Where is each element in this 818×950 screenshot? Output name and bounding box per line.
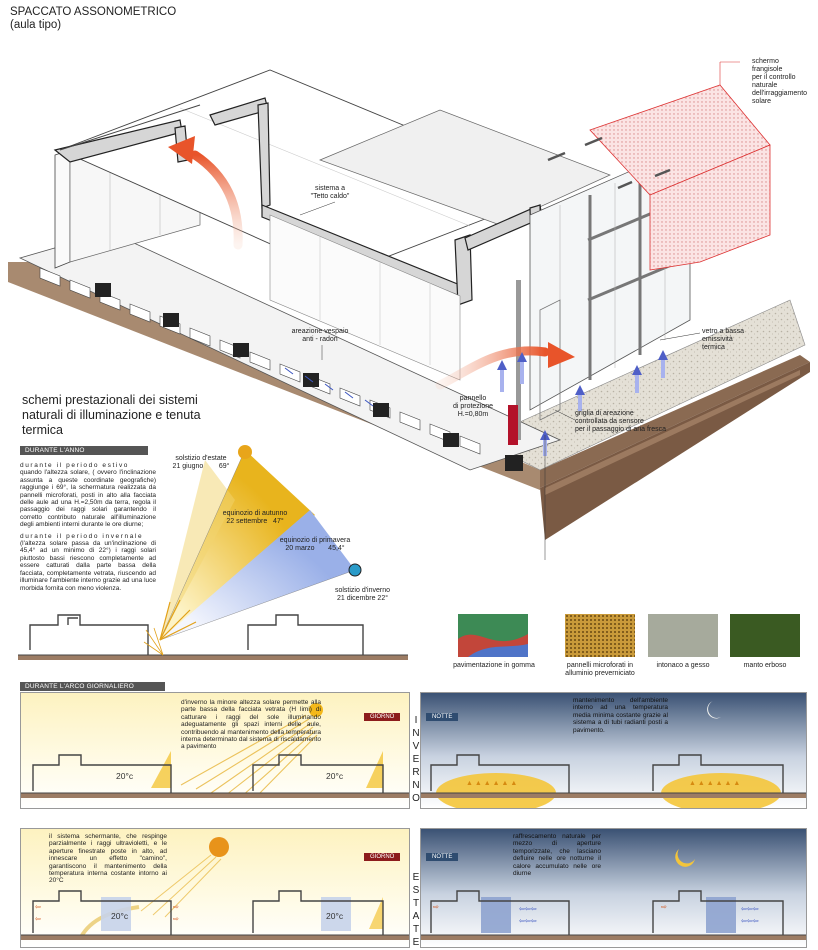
svg-text:⇦⇦⇦: ⇦⇦⇦ (519, 906, 537, 913)
warm-air-arrow (190, 150, 243, 250)
estate-notte-panel: ⇦⇦⇦ ⇦⇦⇦ ⇦⇦⇦ ⇦⇦⇦ ⇨ ⇨ NOTTE raffrescamento nat… (420, 828, 807, 948)
moon-icon (707, 701, 721, 719)
protection-panel (508, 405, 518, 445)
air-flow-arrow (435, 346, 550, 390)
material-swatch-aluminium (565, 614, 635, 662)
material-label-rubber: pavimentazione in gomma (453, 662, 535, 669)
estate-giorno-drawing: ⇦ ⇦ ⇨ ⇨ (21, 837, 409, 940)
giornaliero-header: DURANTE L'ARCO GIORNALIERO (20, 682, 165, 691)
subtitle-text: (aula tipo) (10, 19, 62, 31)
temp-label: 20°c (111, 911, 129, 921)
equinox-sector (160, 510, 355, 640)
svg-text:⇨: ⇨ (173, 904, 179, 911)
giorno-badge-inverno: GIORNO (364, 713, 401, 721)
estate-label: ESTATE (410, 872, 422, 950)
svg-text:⇦⇦⇦: ⇦⇦⇦ (741, 918, 759, 925)
notte-badge-estate: NOTTE (426, 853, 459, 861)
anno-text: durante il periodo estivo quando l'altez… (20, 462, 156, 592)
inverno-notte-text: mantenimento dell'ambiente interno ad un… (573, 697, 668, 734)
axonometric-drawing (8, 61, 810, 560)
svg-text:⇨: ⇨ (433, 904, 439, 911)
svg-text:⇨: ⇨ (173, 916, 179, 923)
svg-text:⇨: ⇨ (661, 904, 667, 911)
vespaio-igloo-row (39, 267, 481, 455)
inverno-giorno-drawing (21, 703, 409, 798)
estate-notte-drawing: ⇦⇦⇦ ⇦⇦⇦ ⇦⇦⇦ ⇦⇦⇦ ⇨ ⇨ (421, 849, 806, 940)
material-label-grass: manto erboso (743, 662, 787, 669)
sun-angle-diagram (159, 445, 362, 641)
svg-text:▲ ▲ ▲ ▲ ▲ ▲: ▲ ▲ ▲ ▲ ▲ ▲ (466, 780, 517, 787)
inverno-giorno-text: d'inverno la minore altezza solare perme… (181, 699, 321, 751)
giorno-badge-estate: GIORNO (364, 853, 401, 861)
inverno-notte-drawing: ▲ ▲ ▲ ▲ ▲ ▲ ▲ ▲ ▲ ▲ ▲ ▲ (421, 701, 806, 808)
svg-text:⇦: ⇦ (35, 904, 41, 911)
anno-header: DURANTE L'ANNO (20, 446, 148, 455)
svg-text:▲ ▲ ▲ ▲ ▲ ▲: ▲ ▲ ▲ ▲ ▲ ▲ (689, 780, 740, 787)
inverno-label: INVERNO (410, 715, 422, 806)
notte-badge-inverno: NOTTE (426, 713, 459, 721)
estate-giorno-text: il sistema schermante, che respinge parz… (49, 833, 167, 885)
inverno-giorno-panel: d'inverno la minore altezza solare perme… (20, 692, 410, 809)
temp-label: 20°c (326, 771, 344, 781)
page-title: SPACCATO ASSONOMETRICO (aula tipo) (10, 6, 176, 32)
sun-screen (589, 61, 771, 271)
inverno-notte-panel: ▲ ▲ ▲ ▲ ▲ ▲ ▲ ▲ ▲ ▲ ▲ ▲ NOTTE manteniment… (420, 692, 807, 809)
temp-label: 20°c (326, 911, 344, 921)
material-swatch-grass (730, 614, 800, 657)
estate-giorno-panel: ⇦ ⇦ ⇨ ⇨ il sistema schermante, che respinge… (20, 828, 410, 948)
svg-text:⇦⇦⇦: ⇦⇦⇦ (741, 906, 759, 913)
material-label-aluminium: pannelli microforati in alluminio prever… (565, 662, 635, 677)
summer-sector (160, 450, 315, 640)
material-swatch-rubber (458, 614, 528, 662)
temp-label: 20°c (116, 771, 134, 781)
ground-slab-right (540, 355, 810, 488)
sun-summer-icon (238, 445, 252, 459)
material-label-plaster: intonaco a gesso (656, 662, 710, 669)
svg-text:⇦⇦⇦: ⇦⇦⇦ (519, 918, 537, 925)
annual-section-drawing (18, 614, 408, 660)
title-text: SPACCATO ASSONOMETRICO (10, 6, 177, 18)
sun-winter-icon (348, 563, 362, 577)
material-swatch-plaster (648, 614, 718, 657)
svg-text:⇦: ⇦ (35, 916, 41, 923)
annotation-tetto-caldo: sistema a"Tetto caldo" (310, 185, 350, 200)
estate-notte-text: raffrescamento naturale per mezzo di ape… (513, 833, 601, 878)
moon-icon (675, 849, 695, 867)
